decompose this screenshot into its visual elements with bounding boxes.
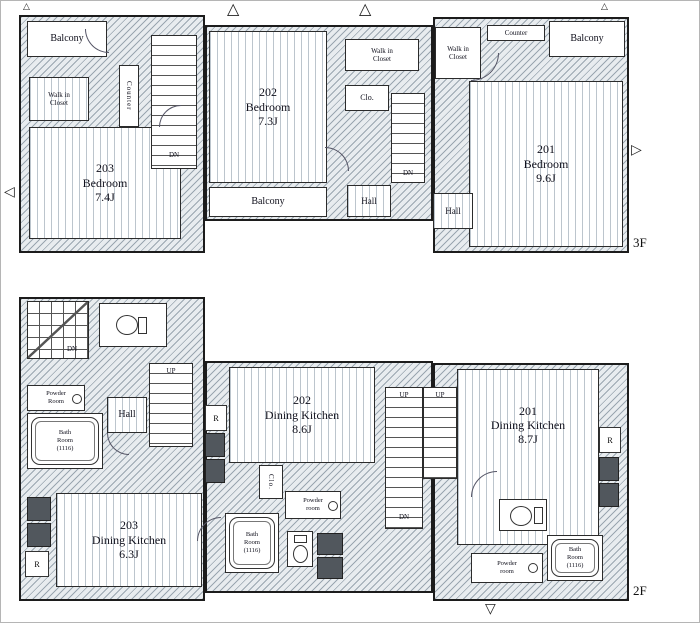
- arrow-down-icon: ▽: [485, 601, 496, 617]
- closet-3f-label: Clo.: [360, 93, 374, 103]
- dn-label-3f-left: DN: [168, 151, 180, 159]
- hall-2f-label: Hall: [118, 409, 136, 420]
- bedroom-203: 203 Bedroom 7.4J: [29, 127, 181, 239]
- counter-3f-right: Counter: [487, 25, 545, 41]
- dn-label-3f-center: DN: [402, 169, 414, 177]
- balcony-3f-right: Balcony: [549, 21, 625, 57]
- arrow-left-icon: ◁: [4, 184, 15, 200]
- dining-kitchen-203: 203 Dining Kitchen 6.3J: [56, 493, 202, 587]
- refrigerator-201-label: R: [607, 435, 613, 445]
- closet-2f: Clo.: [259, 465, 283, 499]
- balcony-3f-center-label: Balcony: [251, 196, 285, 207]
- bedroom-203-label: 203 Bedroom 7.4J: [82, 161, 128, 205]
- hall-3f-center: Hall: [347, 185, 391, 217]
- kitchen-sink-icon: [205, 459, 225, 483]
- balcony-3f-right-label: Balcony: [570, 33, 604, 44]
- bedroom-201-label: 201 Bedroom 9.6J: [523, 142, 569, 186]
- kitchen-counter-icon: [599, 457, 619, 481]
- toilet-room-2f-right: [499, 499, 547, 531]
- toilet-room-2f-center: [287, 531, 313, 567]
- powder-room-2f-right: Powder room: [471, 553, 543, 583]
- walkin-closet-3f-left-label: Walk in Closet: [48, 90, 70, 107]
- floor-2f-label: 2F: [633, 583, 647, 598]
- walkin-closet-3f-right-label: Walk in Closet: [447, 44, 469, 61]
- sink-icon: [72, 394, 82, 404]
- kitchen-sink-icon: [27, 523, 51, 547]
- arrow-up-icon: △: [359, 0, 372, 18]
- bedroom-202-label: 202 Bedroom 7.3J: [245, 85, 291, 129]
- sink-icon: [528, 563, 538, 573]
- refrigerator-203: R: [25, 551, 49, 577]
- walkin-closet-3f-left: Walk in Closet: [29, 77, 89, 121]
- balcony-3f-center: Balcony: [209, 187, 327, 217]
- bathtub-icon: [229, 517, 275, 569]
- toilet-bowl-icon: [510, 506, 532, 526]
- dining-kitchen-203-label: 203 Dining Kitchen 6.3J: [91, 518, 167, 562]
- closet-3f: Clo.: [345, 85, 389, 111]
- refrigerator-203-label: R: [34, 559, 40, 569]
- walkin-closet-3f-center-label: Walk in Closet: [371, 46, 393, 63]
- bedroom-201: 201 Bedroom 9.6J: [469, 81, 623, 247]
- balcony-3f-left-label: Balcony: [50, 33, 84, 44]
- toilet-icon: [534, 507, 543, 524]
- bedroom-202: 202 Bedroom 7.3J: [209, 31, 327, 183]
- bathroom-2f-left: Bath Room (1116): [27, 413, 103, 469]
- dining-kitchen-202-label: 202 Dining Kitchen 8.6J: [264, 393, 340, 437]
- bathroom-2f-center-label: Bath Room (1116): [243, 531, 261, 554]
- arrow-up-icon: △: [23, 2, 30, 12]
- toilet-icon: [138, 317, 147, 334]
- kitchen-counter-icon: [27, 497, 51, 521]
- refrigerator-202-label: R: [213, 413, 219, 423]
- toilet-bowl-icon: [116, 315, 138, 335]
- up-label-2f-right: UP: [435, 391, 445, 399]
- bathroom-2f-right: Bath Room (1116): [547, 535, 603, 581]
- powder-room-2f-center: Powder room: [285, 491, 341, 519]
- appliance-icon: [317, 557, 343, 579]
- bathroom-2f-center: Bath Room (1116): [225, 513, 279, 573]
- hall-3f-right-label: Hall: [445, 205, 461, 216]
- powder-room-2f-left: Powder Room: [27, 385, 85, 411]
- refrigerator-202: R: [205, 405, 227, 431]
- powder-room-2f-center-label: Powder room: [303, 497, 323, 512]
- counter-3f-left: Counter: [119, 65, 139, 127]
- counter-3f-left-label: Counter: [125, 81, 134, 111]
- bathtub-icon: [31, 417, 99, 465]
- toilet-room-2f-left: [99, 303, 167, 347]
- counter-3f-right-label: Counter: [504, 28, 528, 37]
- arrow-up-icon: △: [601, 2, 608, 12]
- walkin-closet-3f-right: Walk in Closet: [435, 27, 481, 79]
- closet-2f-label: Clo.: [267, 474, 276, 490]
- toilet-bowl-icon: [293, 545, 308, 563]
- toilet-icon: [294, 535, 307, 543]
- sink-icon: [328, 501, 338, 511]
- arrow-right-icon: ▷: [631, 142, 642, 158]
- bathroom-2f-right-label: Bath Room (1116): [566, 546, 584, 569]
- stairs-2f-left-up: [149, 363, 193, 447]
- kitchen-sink-icon: [599, 483, 619, 507]
- hall-3f-right: Hall: [433, 193, 473, 229]
- up-label-2f-left: UP: [166, 367, 176, 375]
- dn-label-2f-left: DN: [66, 345, 78, 353]
- stairs-2f-winder: [27, 301, 89, 359]
- stairs-3f-left: [151, 35, 197, 169]
- dn-label-2f-center: DN: [398, 513, 410, 521]
- dining-kitchen-201-label: 201 Dining Kitchen 8.7J: [490, 404, 566, 446]
- hall-3f-center-label: Hall: [361, 195, 377, 206]
- powder-room-2f-right-label: Powder room: [497, 560, 517, 575]
- appliance-icon: [317, 533, 343, 555]
- walkin-closet-3f-center: Walk in Closet: [345, 39, 419, 71]
- powder-room-2f-left-label: Powder Room: [46, 390, 66, 405]
- arrow-up-icon: △: [227, 0, 240, 18]
- floor-3f-label: 3F: [633, 235, 647, 250]
- hall-2f: Hall: [107, 397, 147, 433]
- stairs-2f-center: [385, 387, 423, 529]
- bathtub-icon: [551, 539, 599, 577]
- up-label-2f-center: UP: [399, 391, 409, 399]
- stairs-3f-center: [391, 93, 425, 183]
- stairs-2f-right-up: [423, 387, 457, 479]
- bathroom-2f-left-label: Bath Room (1116): [56, 429, 74, 452]
- refrigerator-201: R: [599, 427, 621, 453]
- dining-kitchen-202: 202 Dining Kitchen 8.6J: [229, 367, 375, 463]
- kitchen-counter-icon: [205, 433, 225, 457]
